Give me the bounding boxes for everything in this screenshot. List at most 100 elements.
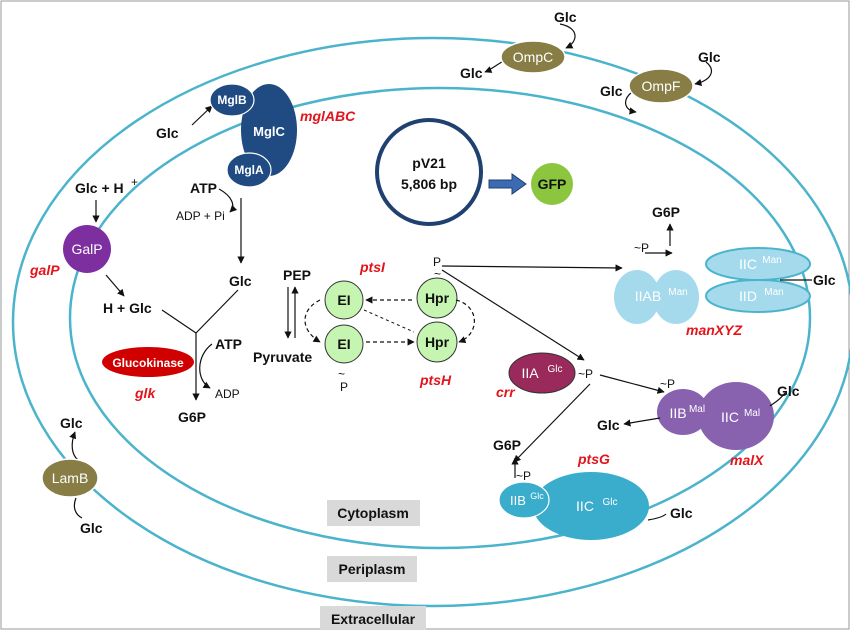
svg-text:Man: Man: [764, 287, 783, 298]
iib-mal: IIB Mal: [657, 389, 709, 435]
iic-mal: IIC Mal: [698, 382, 774, 450]
ei-lower: EI: [324, 324, 364, 364]
g6p-glk: G6P: [178, 409, 206, 425]
svg-text:Hpr: Hpr: [425, 334, 450, 350]
svg-text:IIB: IIB: [669, 405, 686, 421]
glc-ompf-out: Glc: [698, 49, 721, 65]
adp-pi-mgl: ADP + Pi: [176, 209, 225, 223]
svg-text:IIAB: IIAB: [635, 288, 661, 304]
glc-lamb-out: Glc: [60, 415, 83, 431]
glc-ompf-in: Glc: [600, 83, 623, 99]
iic-glc: IIC Glc: [533, 472, 649, 540]
atp-glk: ATP: [215, 336, 242, 352]
adp-glk: ADP: [215, 387, 240, 401]
gene-malx: malX: [730, 452, 765, 468]
glc-lamb-in: Glc: [80, 520, 103, 536]
svg-text:5,806 bp: 5,806 bp: [401, 176, 457, 192]
svg-text:GalP: GalP: [71, 241, 102, 257]
gene-manxyz: manXYZ: [686, 322, 742, 338]
svg-text:OmpF: OmpF: [642, 78, 681, 94]
svg-text:GFP: GFP: [538, 176, 567, 192]
svg-text:Mal: Mal: [744, 408, 760, 419]
hpr-tilde: ~: [434, 267, 441, 281]
pep: PEP: [283, 267, 311, 283]
svg-text:Glucokinase: Glucokinase: [112, 356, 184, 370]
h-superscript: +: [131, 175, 138, 189]
svg-text:Extracellular: Extracellular: [331, 611, 416, 627]
hpr-upper: Hpr: [416, 277, 458, 319]
extracellular-label: Extracellular: [320, 606, 426, 630]
svg-text:Glc: Glc: [548, 364, 563, 375]
glc-cyto: Glc: [229, 273, 252, 289]
glc-ompc-out: Glc: [554, 9, 577, 25]
svg-text:IIA: IIA: [521, 365, 539, 381]
svg-text:Glc: Glc: [530, 491, 544, 501]
svg-text:MglB: MglB: [217, 93, 247, 107]
svg-text:IIC: IIC: [576, 498, 594, 514]
svg-text:Man: Man: [762, 255, 781, 266]
outer-membrane: [11, 36, 850, 608]
svg-text:Glc: Glc: [603, 497, 618, 508]
inner-membrane: [68, 86, 812, 550]
svg-text:Cytoplasm: Cytoplasm: [337, 505, 409, 521]
svg-text:EI: EI: [337, 292, 350, 308]
mglb-protein: MglB: [209, 83, 255, 117]
glc-mal-in: Glc: [597, 417, 620, 433]
gfp-reporter: GFP: [531, 163, 573, 205]
ei-p: P: [340, 380, 348, 394]
expression-arrow: [488, 173, 527, 195]
svg-text:IIC: IIC: [739, 256, 757, 272]
mgla-protein: MglA: [226, 152, 272, 188]
ei-tilde: ~: [338, 367, 345, 381]
gene-glk: glk: [134, 385, 156, 401]
gene-ptsi: ptsI: [359, 259, 386, 275]
svg-text:LamB: LamB: [52, 470, 89, 486]
glucokinase-enzyme: Glucokinase: [102, 347, 194, 377]
svg-text:Man: Man: [668, 287, 687, 298]
g6p-man: G6P: [652, 204, 680, 220]
galp-transporter: GalP: [63, 225, 111, 273]
mal-tilde-p: ~P: [660, 377, 675, 391]
svg-text:Mal: Mal: [689, 404, 705, 415]
h-glc-cyto: H + Glc: [103, 300, 152, 316]
ei-upper: EI: [324, 280, 364, 320]
gene-mglabc: mglABC: [300, 108, 356, 124]
svg-text:OmpC: OmpC: [513, 49, 553, 65]
g6p-ptsg: G6P: [493, 437, 521, 453]
glc-man: Glc: [813, 272, 836, 288]
cytoplasm-label: Cytoplasm: [327, 500, 420, 526]
glc-h-galp: Glc + H: [75, 180, 124, 196]
glc-ptsg: Glc: [670, 505, 693, 521]
svg-text:IIC: IIC: [721, 409, 739, 425]
svg-text:MglA: MglA: [234, 163, 264, 177]
svg-text:Periplasm: Periplasm: [339, 561, 406, 577]
svg-text:pV21: pV21: [412, 155, 446, 171]
iid-man: IID Man: [705, 279, 811, 313]
gene-ptsg: ptsG: [577, 451, 610, 467]
svg-text:MglC: MglC: [253, 124, 285, 139]
glc-mgl: Glc: [156, 125, 179, 141]
hpr-lower: Hpr: [416, 321, 458, 363]
atp-mgl: ATP: [190, 180, 217, 196]
hpr-p: P: [433, 255, 441, 269]
plasmid-pv21: pV21 5,806 bp: [375, 118, 483, 226]
gene-ptsh: ptsH: [419, 372, 452, 388]
svg-text:EI: EI: [337, 336, 350, 352]
iia-tilde-p: ~P: [578, 367, 593, 381]
man-tilde-p-1: ~P: [634, 241, 649, 255]
ptsg-tilde-p: ~P: [516, 469, 531, 483]
glc-mal-out: Glc: [777, 383, 800, 399]
ompc-porin: OmpC: [500, 40, 566, 74]
ompf-porin: OmpF: [628, 68, 694, 104]
iib-glc: IIB Glc: [498, 481, 550, 519]
periplasm-label: Periplasm: [327, 556, 417, 582]
svg-text:IIB: IIB: [510, 493, 526, 508]
lamb-porin: LamB: [41, 458, 99, 498]
iiab-man: IIAB Man: [614, 270, 699, 324]
svg-text:IID: IID: [739, 288, 757, 304]
iia-glc: IIA Glc: [508, 352, 576, 394]
svg-text:Hpr: Hpr: [425, 290, 450, 306]
gene-galp: galP: [29, 262, 60, 278]
gene-crr: crr: [496, 384, 516, 400]
